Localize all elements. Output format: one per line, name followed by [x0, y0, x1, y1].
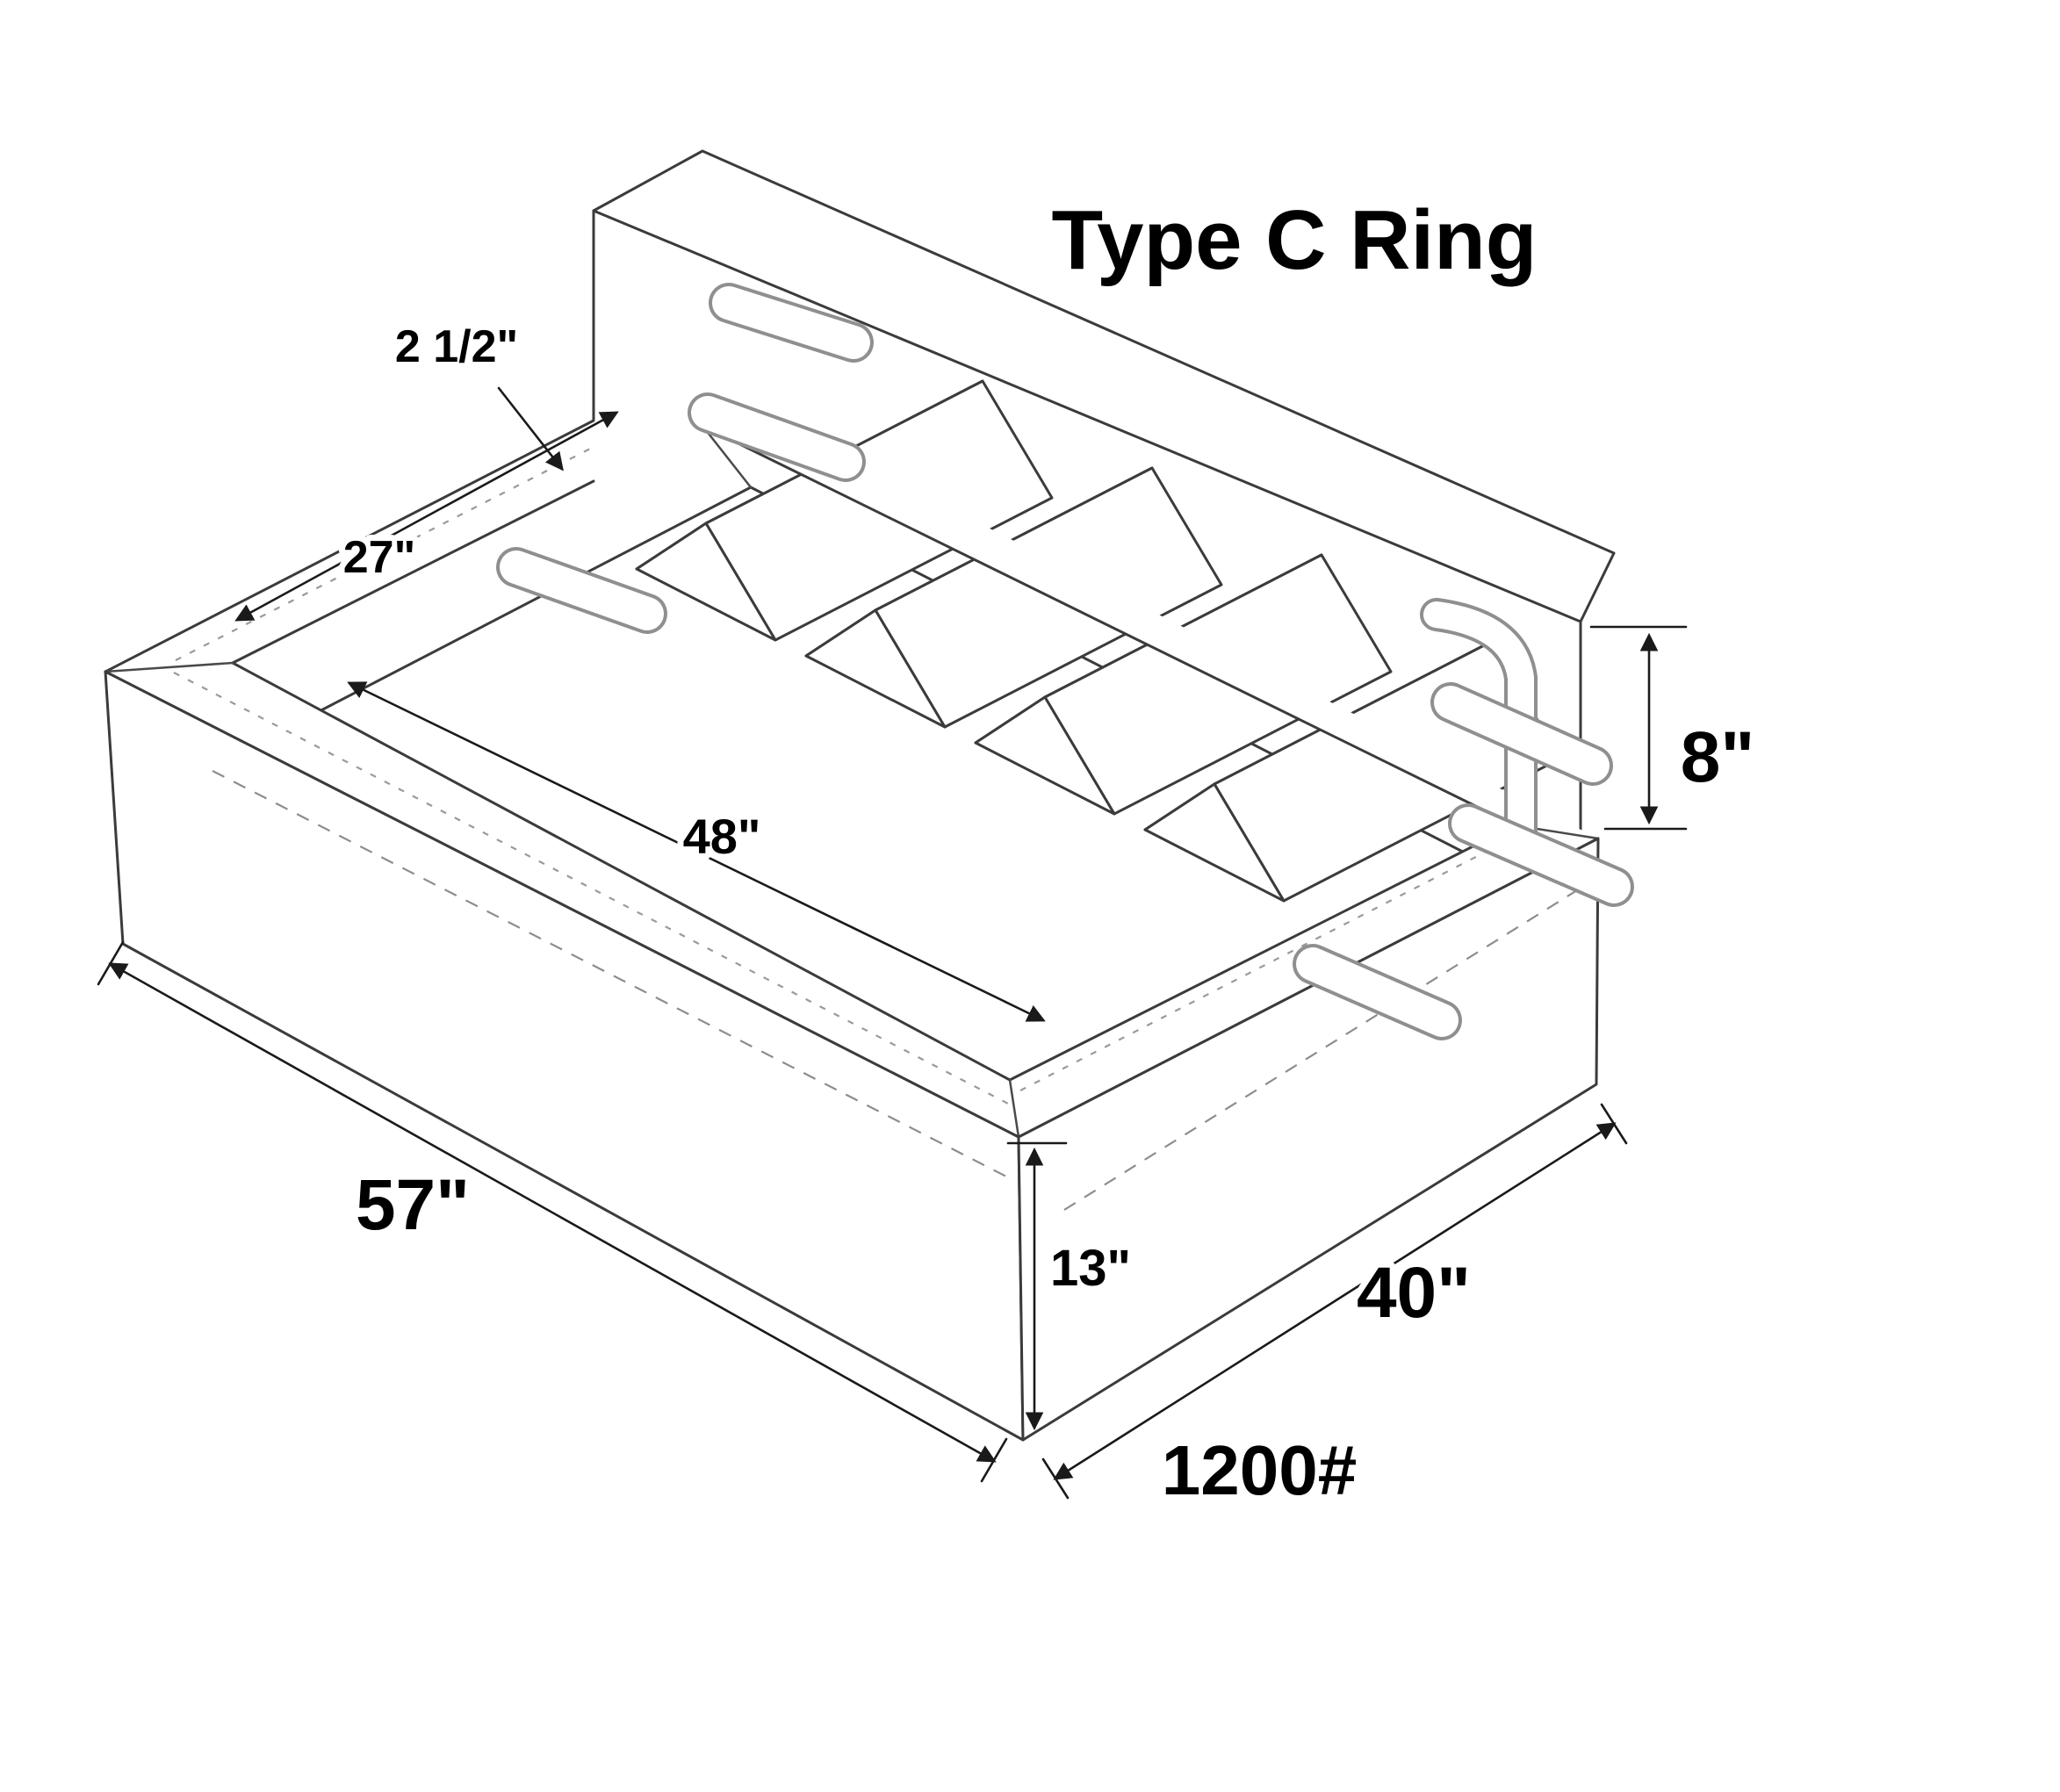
- dim-label-outer-length: 57": [356, 1165, 470, 1245]
- rim-inner-back-right-edge: [701, 424, 1516, 827]
- dim-arrow: [234, 411, 619, 622]
- dimension-rim-thickness: 2 1/2": [389, 315, 564, 471]
- extension-tick: [980, 1437, 1008, 1483]
- dim-label-rim-thickness: 2 1/2": [395, 321, 518, 372]
- dim-label-front-height: 13": [1050, 1240, 1131, 1297]
- back-panel-front-top-edge: [592, 209, 1582, 623]
- dimension-outer-length-57: 57": [97, 940, 1008, 1483]
- lifting-peg-top-1: [709, 283, 874, 363]
- dim-label-inner-length: 48": [683, 809, 761, 864]
- dimension-outer-width-40: 40": [1041, 1103, 1628, 1500]
- dimension-inner-width-27: 27": [234, 411, 619, 622]
- rim-corner-south: [1008, 1078, 1020, 1139]
- ridge-end-face: [1143, 782, 1286, 903]
- dim-arrow: [108, 962, 997, 1463]
- bent-rod: [1420, 598, 1538, 849]
- lifting-peg-right-2: [1448, 803, 1634, 907]
- dim-label-outer-width: 40": [1357, 1253, 1471, 1333]
- cavity-corner-north: [701, 424, 753, 489]
- dimension-back-height-8: 8": [1589, 625, 1761, 831]
- weight-label: 1200#: [1162, 1431, 1357, 1509]
- lifting-peg-bottom-right: [1293, 944, 1462, 1040]
- dim-label-inner-width: 27": [343, 532, 416, 583]
- ridge-end-face: [635, 522, 777, 642]
- extension-tick: [1600, 1103, 1628, 1145]
- back-panel-top-strip: [594, 151, 1614, 622]
- drawing-title: Type C Ring: [1052, 193, 1538, 287]
- lifting-peg-top-2: [688, 392, 866, 482]
- lifting-peg-right-1: [1430, 682, 1613, 786]
- extension-tick: [97, 940, 125, 986]
- back-panel-top-edges: [592, 149, 1616, 623]
- dimension-inner-length-48: 48": [347, 681, 1046, 1022]
- extension-tick: [1041, 1457, 1070, 1500]
- dim-label-back-height: 8": [1681, 717, 1754, 797]
- rim-texture-right: [1019, 842, 1504, 1091]
- rim-corner-west: [104, 661, 234, 673]
- dim-arrow: [1053, 1122, 1617, 1480]
